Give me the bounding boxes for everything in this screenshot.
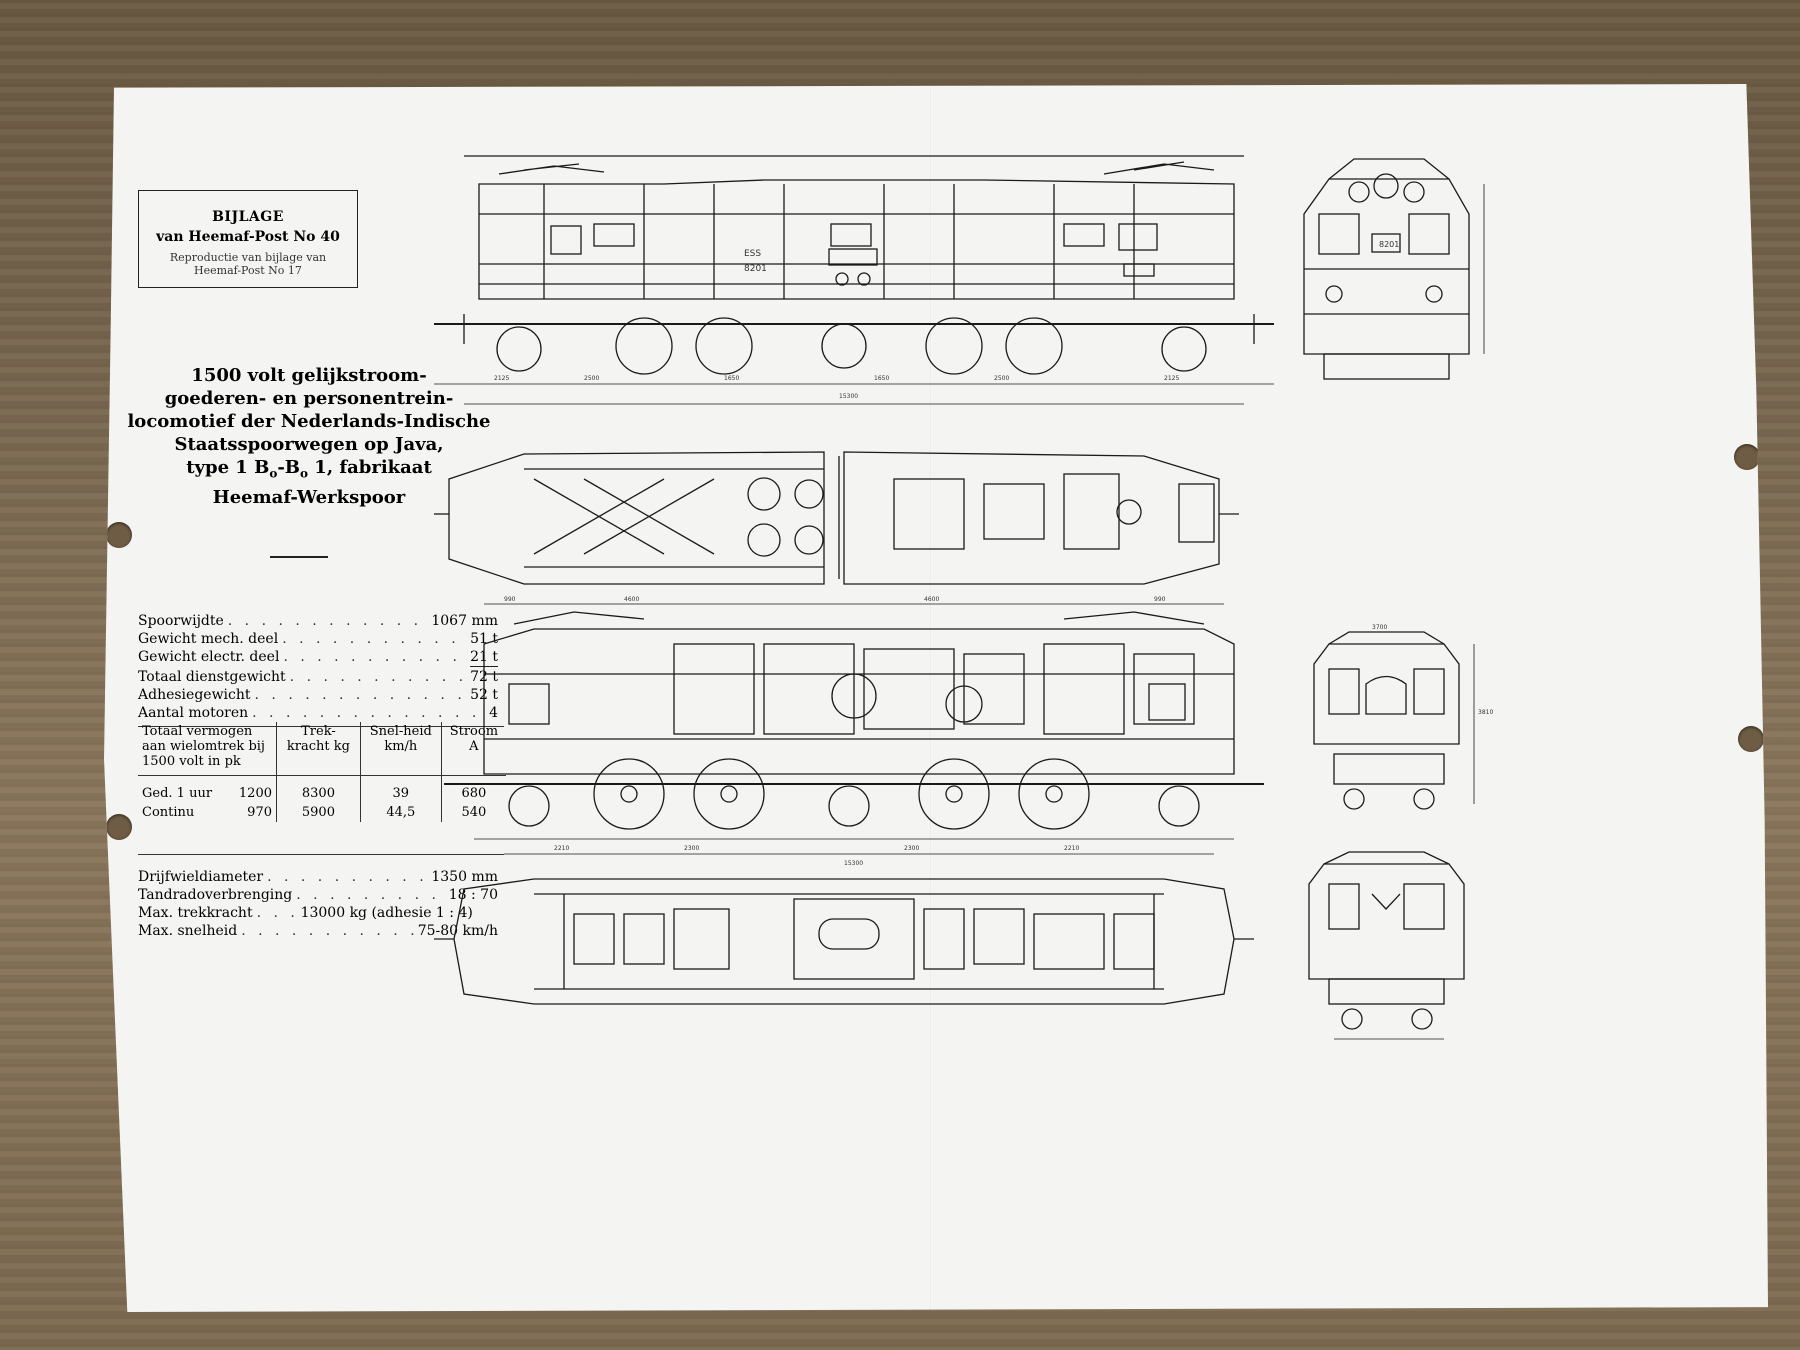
svg-text:2210: 2210 [1064,845,1079,852]
spec-row: Spoorwijdte1067 mm [138,612,498,630]
drawing-number-label: 8201 [744,264,767,274]
front-section-cab [1313,631,1475,810]
drawing-ess-label: ESS [744,249,761,259]
spec-row: Max. trekkracht13000 kg (adhesie 1 : 4) [138,904,498,922]
svg-text:1650: 1650 [874,375,889,382]
drawing-front-number: 8201 [1379,240,1399,249]
dim-total-length: 15300 [839,393,858,400]
power-table: Totaal vermogen aan wielomtrek bij 1500 … [138,722,506,822]
svg-text:2300: 2300 [684,845,699,852]
svg-text:1650: 1650 [724,375,739,382]
svg-text:4600: 4600 [924,596,939,603]
punch-hole-right-bottom [1738,726,1764,752]
fold-line [930,84,932,1312]
punch-hole-left-top [106,522,132,548]
svg-text:3810: 3810 [1478,709,1493,716]
svg-text:2500: 2500 [994,375,1009,382]
technical-drawings: 8201 ESS 8201 15300 2125 2500 1650 1650 … [434,155,1493,1040]
front-elevation-exterior [1303,158,1485,380]
table-rule-bottom [138,854,504,855]
svg-text:3700: 3700 [1372,624,1387,631]
svg-text:2125: 2125 [494,375,509,382]
spec-row: Drijfwieldiameter1350 mm [138,868,498,886]
appendix-subtitle: van Heemaf-Post No 40 [156,229,340,245]
svg-text:2500: 2500 [584,375,599,382]
table-row: Continu 970 5900 44,5 540 [138,803,506,822]
side-elevation-exterior [434,155,1274,405]
svg-text:2125: 2125 [1164,375,1179,382]
side-elevation-interior [444,603,1264,855]
table-row: Ged. 1 uur 1200 8300 39 680 [138,775,506,803]
spec-row: Aantal motoren4 [138,704,498,722]
punch-hole-right-top [1734,444,1760,470]
svg-text:990: 990 [1154,596,1166,603]
svg-text:2300: 2300 [904,845,919,852]
spec-row: Tandradoverbrenging18 : 70 [138,886,498,904]
divider-dash [270,556,328,558]
appendix-title: BIJLAGE [212,209,284,225]
spec-row: Max. snelheid75-80 km/h [138,922,498,940]
svg-text:2210: 2210 [554,845,569,852]
svg-text:15300: 15300 [844,860,863,867]
svg-text:990: 990 [504,596,516,603]
plan-view-floor [434,878,1254,1005]
svg-text:4600: 4600 [624,596,639,603]
punch-hole-left-bottom [106,814,132,840]
locomotive-title: 1500 volt gelijkstroom- goederen- en per… [127,365,491,508]
front-section-body [1308,851,1465,1040]
appendix-box: BIJLAGE van Heemaf-Post No 40 Reproducti… [138,190,358,288]
plan-view-roof [434,451,1239,585]
drawing-sheet: BIJLAGE van Heemaf-Post No 40 Reproducti… [104,84,1768,1312]
appendix-note: Reproductie van bijlage van Heemaf-Post … [169,251,327,277]
spec-row: Gewicht mech. deel51 t [138,630,498,648]
spec-row: Adhesiegewicht52 t [138,686,498,704]
